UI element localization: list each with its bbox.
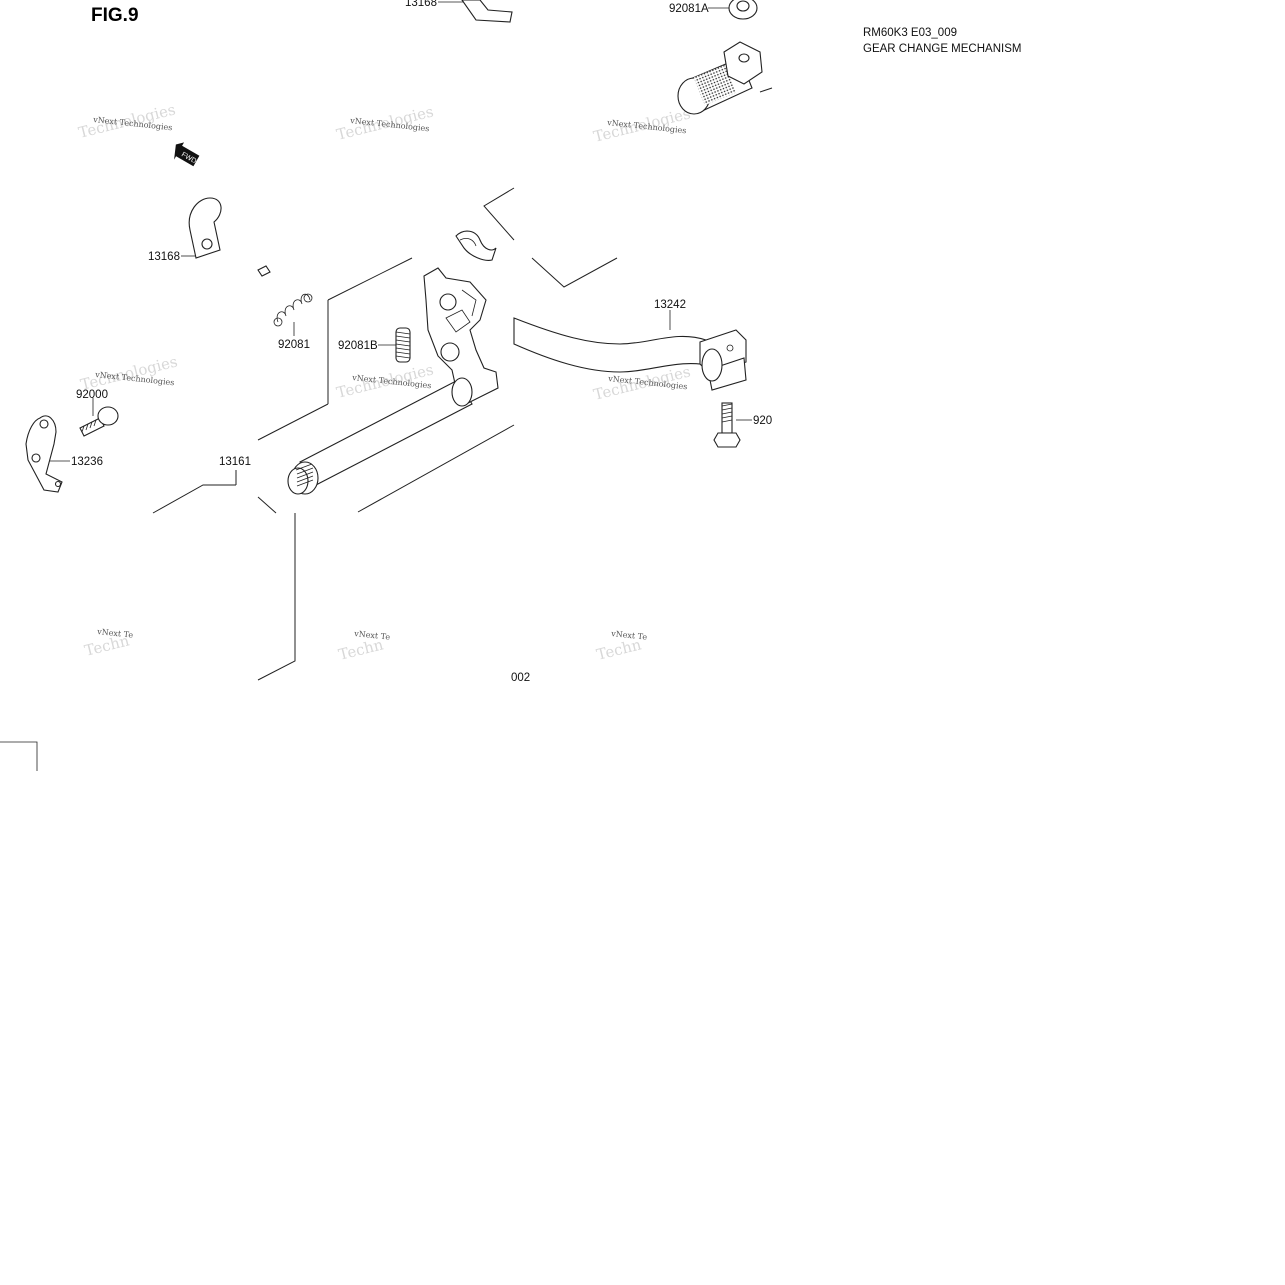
bolt-right: 920 [713,402,772,448]
label-92081: 92081 [278,339,310,351]
label-920-right: 920 [753,415,772,427]
part-92000: 92000 [76,389,119,437]
small-clip [257,265,271,277]
case-outline [0,187,618,771]
shift-lever-tip [677,41,773,115]
part-13168-top: 13168 [405,0,513,23]
watermark-group: Technologies vNext Technologies Technolo… [77,100,693,663]
retainer-clip [455,230,497,261]
figure-number: FIG.9 [91,5,139,26]
label-13242: 13242 [654,299,686,311]
watermark-text: vNext Te [353,629,391,642]
label-13168: 13168 [148,251,180,263]
part-13242: 13242 [513,299,747,391]
label-92081A: 92081A [669,3,709,15]
diagram-code: RM60K3 E03_009 [863,27,957,39]
fragment-label: 002 [511,672,530,684]
watermark-text: vNext Te [610,629,648,642]
watermark-text: vNext Te [96,627,134,640]
part-13168: 13168 [148,197,222,263]
fwd-arrow-icon: FWD [174,142,200,167]
part-92081A: 92081A [669,0,758,20]
part-92081: 92081 [273,293,313,351]
label-13161: 13161 [219,456,251,468]
part-13236: 13236 [25,415,103,493]
label-13236: 13236 [71,456,103,468]
part-92081B: 92081B [338,327,411,363]
part-13161: 13161 [219,267,499,495]
label-92081B: 92081B [338,340,378,352]
label-13168-top: 13168 [405,0,437,9]
diagram-title: GEAR CHANGE MECHANISM [863,43,1021,55]
label-92000: 92000 [76,389,108,401]
